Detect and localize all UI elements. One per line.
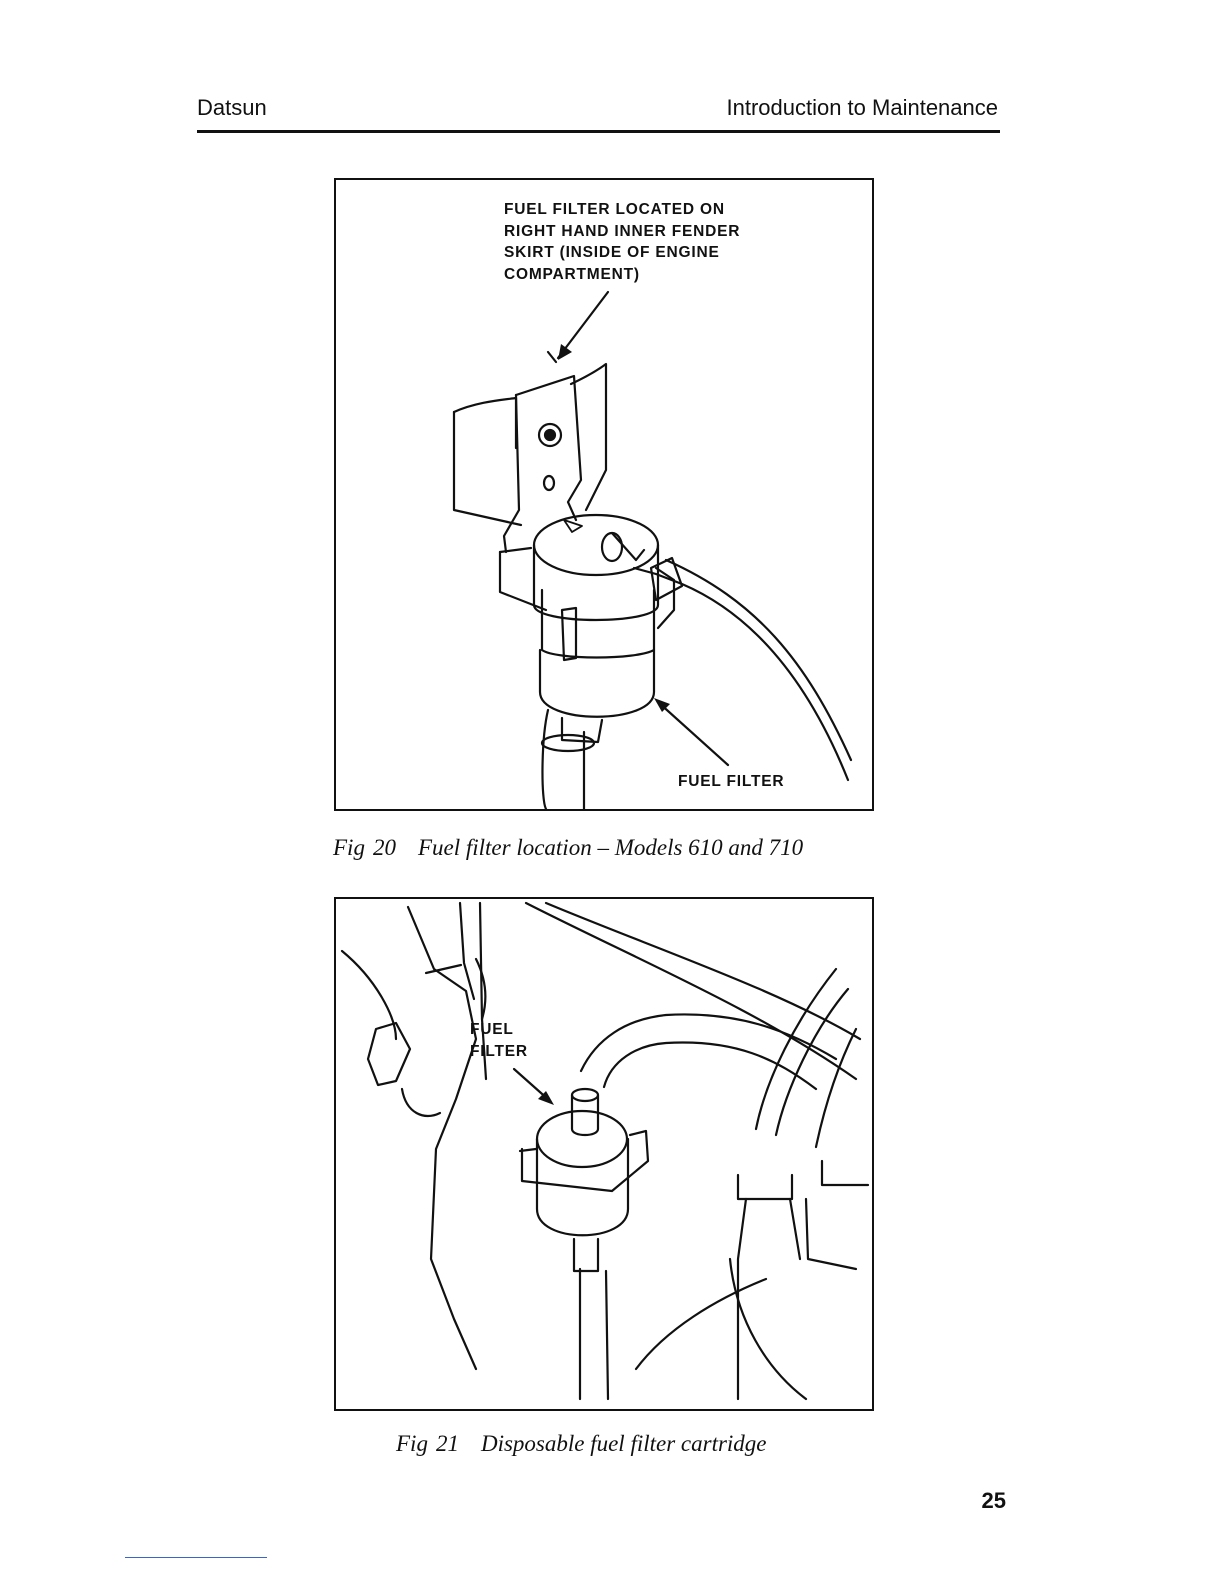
header-rule [197,130,1000,133]
figure-20-caption-label: Fig [333,835,365,860]
figure-20-callout-location: FUEL FILTER LOCATED ON RIGHT HAND INNER … [504,199,740,285]
figure-20-caption-number: 20 [373,835,396,860]
figure-20-callout-fuel-filter: FUEL FILTER [678,771,784,793]
figure-21-caption-text: Disposable fuel filter cartridge [481,1431,767,1456]
footer-rule [125,1557,267,1558]
figure-20-illustration: FUEL FILTER LOCATED ON RIGHT HAND INNER … [334,178,874,811]
page-number: 25 [982,1488,1006,1514]
figure-20-caption: Fig 20 Fuel filter location – Models 610 a… [333,835,803,861]
figure-21-illustration: FUEL FILTER [334,897,874,1411]
figure-20-caption-text: Fuel filter location – Models 610 and 71… [418,835,803,860]
running-header-right: Introduction to Maintenance [726,95,998,121]
running-header-left: Datsun [197,95,267,121]
figure-21-caption: Fig 21 Disposable fuel filter cartridge [396,1431,767,1457]
figure-21-callout-fuel-filter: FUEL FILTER [470,1019,528,1062]
fuel-filter-cartridge-drawing [336,899,872,1409]
figure-21-caption-number: 21 [436,1431,459,1456]
figure-21-caption-label: Fig [396,1431,428,1456]
